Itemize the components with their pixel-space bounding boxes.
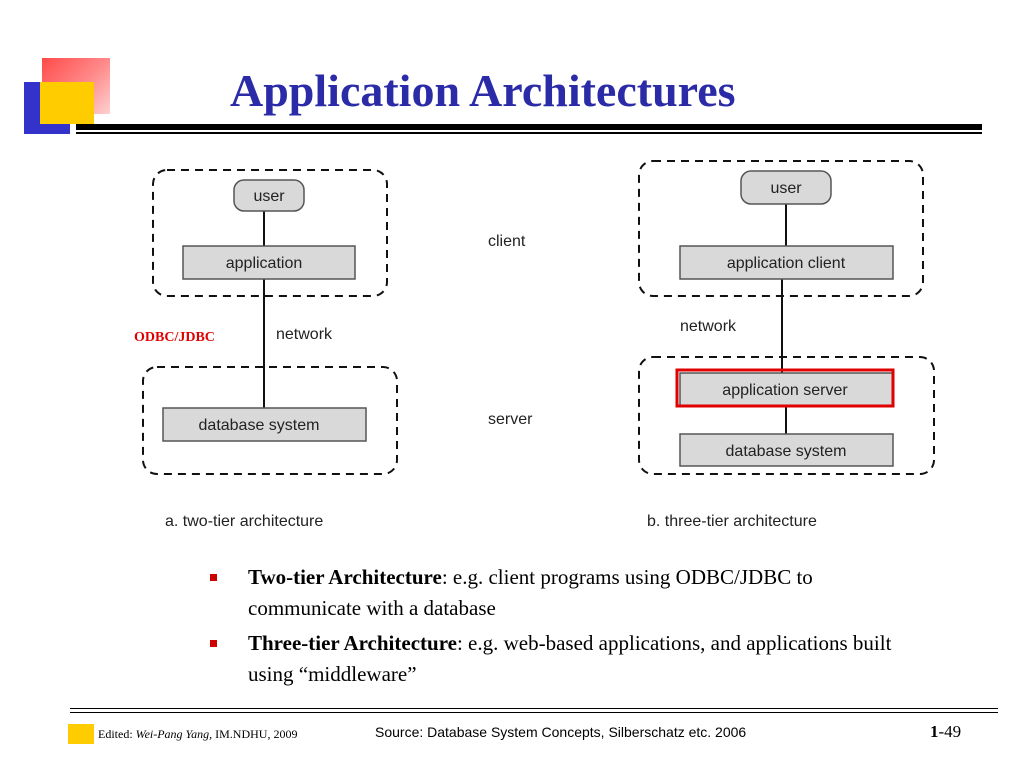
footer-rule: [70, 708, 998, 709]
footer-page: -49: [938, 722, 962, 741]
three-tier-app-client-node: [679, 245, 894, 280]
title-rule-thin: [76, 132, 982, 134]
footer-edited-prefix: Edited:: [98, 727, 136, 741]
footer-source: Source: Database System Concepts, Silber…: [375, 724, 747, 740]
decorative-yellow-square: [40, 82, 94, 124]
footer-yellow-square: [68, 724, 94, 744]
three-tier-caption: b. three-tier architecture: [647, 513, 817, 530]
footer-page-number: 1-49: [930, 722, 961, 742]
footer-rule-secondary: [70, 712, 998, 713]
two-tier-user-label: user: [253, 188, 285, 205]
two-tier-user-node: [233, 179, 305, 212]
footer-edited-name: Wei-Pang Yang,: [135, 727, 213, 741]
three-tier-user-node: [740, 170, 832, 205]
three-tier-app-client-label: application client: [727, 255, 846, 272]
app-server-highlight: [675, 368, 895, 408]
two-tier-client-box: [152, 169, 388, 297]
bullet-list: Two-tier Architecture: e.g. client progr…: [208, 562, 908, 694]
three-tier-database-node: [679, 433, 894, 467]
server-label: server: [488, 411, 533, 428]
odbc-jdbc-annotation: ODBC/JDBC: [134, 330, 215, 345]
two-tier-database-label: database system: [199, 417, 320, 434]
three-tier-network-label: network: [680, 318, 737, 335]
bullet-term: Two-tier Architecture: [248, 565, 442, 589]
three-tier-app-server-label: application server: [722, 382, 848, 399]
title-rule-thick: [76, 124, 982, 130]
two-tier-database-node: [162, 407, 367, 442]
slide-title: Application Architectures: [230, 65, 736, 116]
two-tier-application-node: [182, 245, 356, 280]
bullet-square-icon: [210, 640, 217, 647]
footer-chapter: 1: [930, 722, 939, 741]
two-tier-server-box: [142, 366, 398, 475]
client-label: client: [488, 233, 526, 250]
bullet-text: : e.g. client programs using ODBC/JDBC t…: [248, 565, 813, 620]
bullet-text: : e.g. web-based applications, and appli…: [248, 631, 892, 686]
three-tier-database-label: database system: [726, 443, 847, 460]
footer-edited-org: IM.NDHU, 2009: [212, 727, 298, 741]
two-tier-caption: a. two-tier architecture: [165, 513, 323, 530]
footer-edited: Edited: Wei-Pang Yang, IM.NDHU, 2009: [98, 727, 297, 742]
bullet-item-three-tier: Three-tier Architecture: e.g. web-based …: [208, 628, 908, 690]
two-tier-network-label: network: [276, 326, 333, 343]
bullet-term: Three-tier Architecture: [248, 631, 457, 655]
bullet-item-two-tier: Two-tier Architecture: e.g. client progr…: [208, 562, 908, 624]
bullet-square-icon: [210, 574, 217, 581]
two-tier-application-label: application: [226, 255, 303, 272]
three-tier-server-box: [638, 356, 935, 475]
three-tier-user-label: user: [770, 180, 802, 197]
